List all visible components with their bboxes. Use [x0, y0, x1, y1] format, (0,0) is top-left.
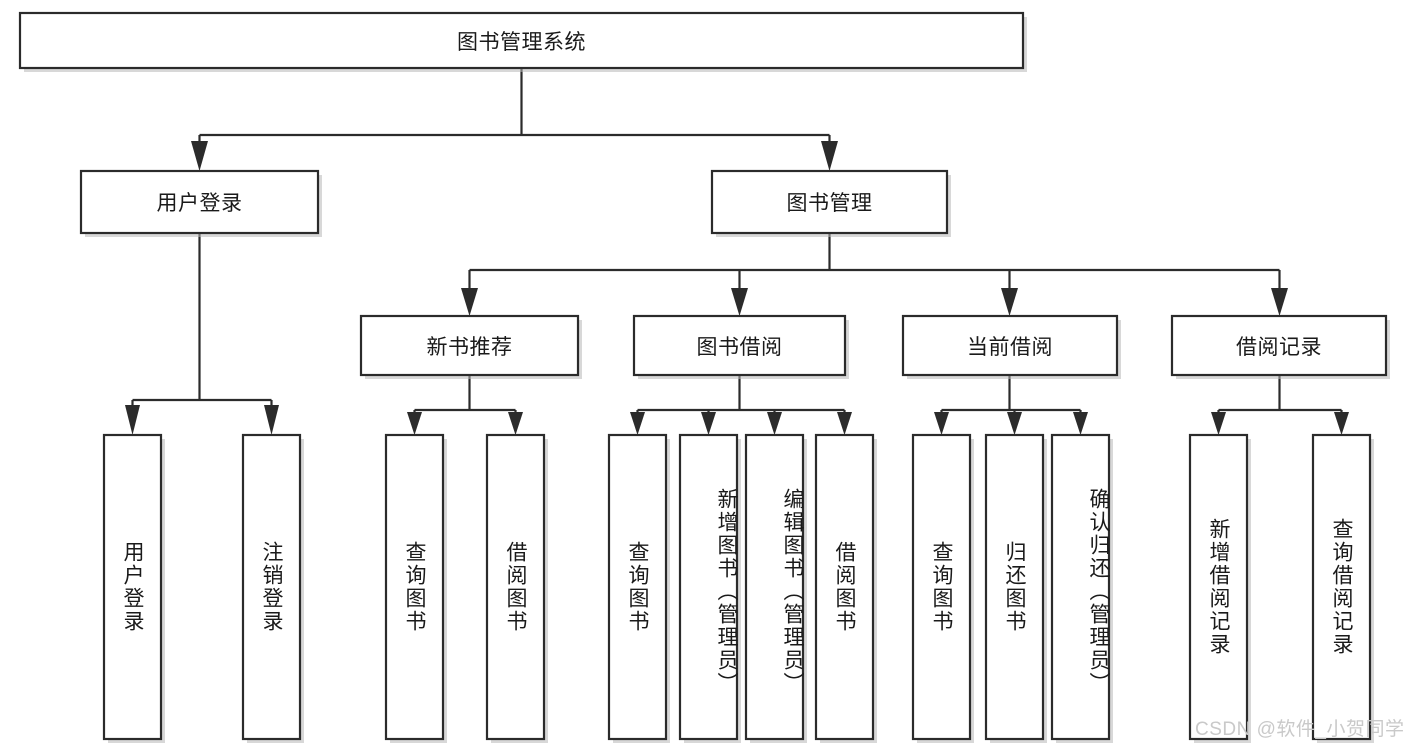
csdn-watermark: CSDN @软件_小贺同学: [1195, 719, 1405, 740]
node-box-leaf-query-book-3[interactable]: [911, 433, 972, 741]
arrow-head-new-book-recommend: [461, 288, 478, 316]
node-box-user-login[interactable]: [79, 169, 320, 235]
arrow-head-leaf-add-book: [701, 412, 716, 435]
node-box-borrow-record[interactable]: [1170, 314, 1388, 377]
arrow-head-leaf-borrow-book-2: [837, 412, 852, 435]
node-box-leaf-add-book[interactable]: [678, 433, 739, 741]
arrow-head-leaf-logout: [264, 405, 279, 435]
node-box-book-borrow[interactable]: [632, 314, 847, 377]
arrow-head-book-manage: [821, 141, 838, 171]
node-box-leaf-query-book-2[interactable]: [607, 433, 668, 741]
arrow-head-leaf-query-borrow-record: [1334, 412, 1349, 435]
arrow-head-leaf-edit-book: [767, 412, 782, 435]
node-box-current-borrow[interactable]: [901, 314, 1119, 377]
arrow-head-leaf-user-login: [125, 405, 140, 435]
arrow-head-leaf-add-borrow-record: [1211, 412, 1226, 435]
arrow-head-leaf-borrow-book-1: [508, 412, 523, 435]
node-box-root[interactable]: [18, 11, 1025, 70]
arrow-head-leaf-return-book: [1007, 412, 1022, 435]
node-box-leaf-edit-book[interactable]: [744, 433, 805, 741]
node-box-new-book-recommend[interactable]: [359, 314, 580, 377]
node-box-book-manage[interactable]: [710, 169, 949, 235]
node-box-leaf-add-borrow-record[interactable]: [1188, 433, 1249, 741]
arrow-head-leaf-query-book-3: [934, 412, 949, 435]
arrow-head-leaf-query-book-2: [630, 412, 645, 435]
arrow-head-book-borrow: [731, 288, 748, 316]
node-box-leaf-query-borrow-record[interactable]: [1311, 433, 1372, 741]
arrow-head-current-borrow: [1001, 288, 1018, 316]
node-box-leaf-return-book[interactable]: [984, 433, 1045, 741]
node-box-leaf-logout[interactable]: [241, 433, 302, 741]
node-box-layer: [18, 11, 1390, 743]
node-box-leaf-borrow-book-2[interactable]: [814, 433, 875, 741]
node-box-leaf-confirm-return[interactable]: [1050, 433, 1111, 741]
arrow-head-leaf-confirm-return: [1073, 412, 1088, 435]
node-box-leaf-borrow-book-1[interactable]: [485, 433, 546, 741]
arrow-head-user-login: [191, 141, 208, 171]
arrow-head-borrow-record: [1271, 288, 1288, 316]
connector-layer: [125, 68, 1349, 435]
arrow-head-leaf-query-book-1: [407, 412, 422, 435]
node-box-leaf-user-login[interactable]: [102, 433, 163, 741]
node-box-leaf-query-book-1[interactable]: [384, 433, 445, 741]
